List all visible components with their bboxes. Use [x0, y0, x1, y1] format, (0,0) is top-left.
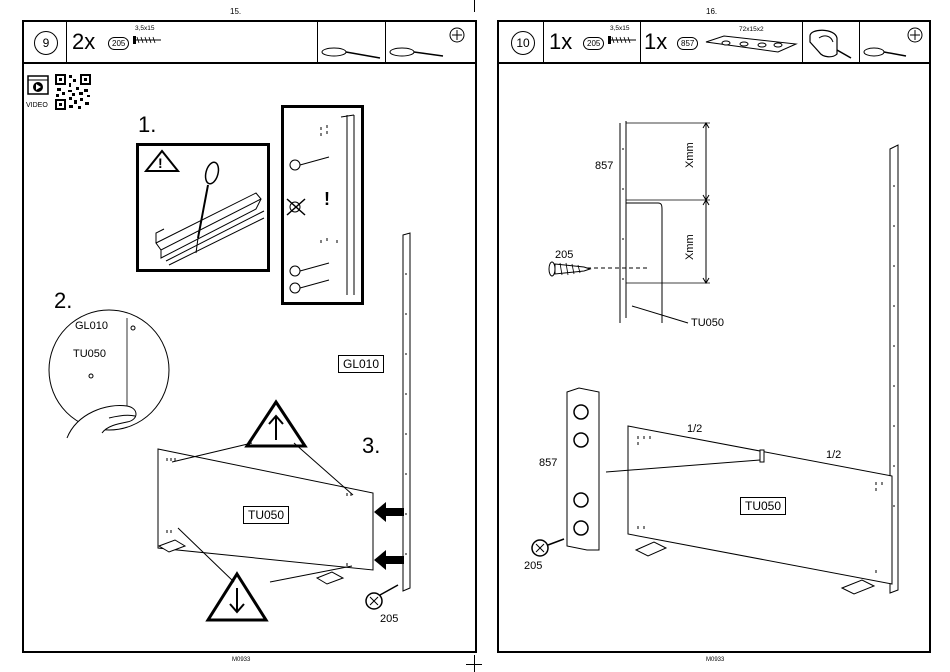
part-label-tu050: TU050	[691, 317, 724, 329]
part-id-badge: 205	[583, 37, 604, 50]
zoom-detail-circle	[47, 308, 172, 448]
document-code: M0933	[232, 657, 250, 663]
crop-mark	[474, 0, 475, 12]
screw-label-205: 205	[380, 613, 398, 625]
phillips-head-icon	[907, 27, 923, 43]
screwdriver-icon	[862, 44, 908, 60]
page-number: 15.	[230, 7, 241, 16]
step-number-badge: 10	[511, 31, 535, 55]
screw-label-205: 205	[524, 560, 542, 572]
fraction-label-half-left: 1/2	[687, 423, 702, 435]
push-arrow-icon	[372, 500, 406, 524]
step-number-badge: 9	[34, 31, 58, 55]
connector-plate-857	[565, 386, 605, 552]
part-label-gl010: GL010	[75, 320, 108, 332]
part-quantity: 1x	[549, 29, 572, 55]
screw-205-icon	[526, 535, 566, 561]
part-label-857: 857	[595, 160, 613, 172]
substep-1-number: 1.	[138, 112, 156, 138]
measurement-diagram	[540, 118, 730, 338]
dimension-xmm-upper: Xmm	[684, 142, 696, 168]
screw-position-detail: !	[281, 105, 364, 305]
clamp-tool-icon	[805, 26, 855, 62]
phillips-head-icon	[449, 27, 465, 43]
part-id-badge: 857	[677, 37, 698, 50]
svg-text:!: !	[158, 155, 163, 171]
video-icon	[27, 74, 51, 98]
dimension-xmm-lower: Xmm	[684, 234, 696, 260]
connector-plate-icon	[704, 34, 799, 56]
video-label: VIDEO	[26, 102, 48, 109]
screwdriver-icon	[388, 44, 446, 60]
plate-spec: 72x15x2	[739, 26, 764, 33]
screw-spec: 3,5x15	[610, 25, 630, 32]
crop-mark	[466, 664, 482, 665]
part-label-tu050: TU050	[73, 348, 106, 360]
part-label-857: 857	[539, 457, 557, 469]
screw-205-icon	[546, 260, 592, 278]
screwdriver-icon	[320, 44, 382, 60]
screw-205-icon	[360, 585, 400, 615]
page-number: 16.	[706, 7, 717, 16]
push-arrow-icon	[372, 548, 406, 572]
document-code: M0933	[706, 657, 724, 663]
step-header: 9 2x 205 3,5x15	[24, 22, 475, 64]
step-header: 10 1x 205 3,5x15 1x 857 72x15x2	[499, 22, 929, 64]
screw-spec: 3,5x15	[135, 25, 155, 32]
part-id-badge: 205	[108, 37, 129, 50]
screw-icon	[608, 35, 638, 45]
screw-icon	[133, 35, 163, 45]
svg-text:!: !	[324, 189, 330, 209]
part-label-tu050-box: TU050	[740, 497, 786, 515]
part-label-gl010-box: GL010	[338, 355, 384, 373]
qr-code[interactable]	[54, 73, 94, 111]
fraction-label-half-right: 1/2	[826, 449, 841, 461]
part-quantity: 2x	[72, 29, 95, 55]
rail-screwdriver-illustration: !	[136, 143, 270, 272]
part-quantity: 1x	[644, 29, 667, 55]
